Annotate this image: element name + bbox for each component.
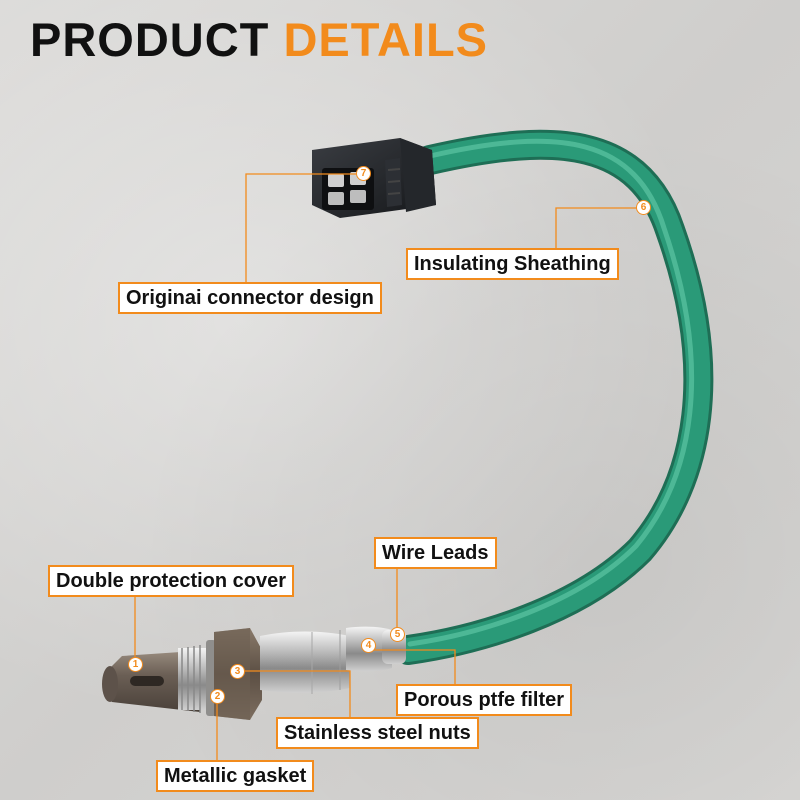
marker-6: 6	[636, 200, 651, 215]
title-word-product: PRODUCT	[30, 13, 270, 66]
callout-double-protection-cover: Double protection cover	[48, 565, 295, 597]
marker-2: 2	[210, 689, 225, 704]
page-title: PRODUCT DETAILS	[30, 16, 488, 63]
marker-7: 7	[356, 166, 371, 181]
callout-insulating-sheathing: Insulating Sheathing	[406, 248, 619, 280]
marker-1: 1	[128, 657, 143, 672]
insulating-cable	[393, 129, 714, 665]
callout-porous-ptfe-filter: Porous ptfe filter	[396, 684, 573, 716]
marker-4: 4	[361, 638, 376, 653]
callout-wire-leads: Wire Leads	[374, 537, 497, 569]
callout-stainless-steel-nuts: Stainless steel nuts	[276, 717, 479, 749]
marker-3: 3	[230, 664, 245, 679]
callout-metallic-gasket: Metallic gasket	[156, 760, 315, 792]
title-word-details: DETAILS	[283, 13, 489, 66]
connector-plug	[312, 138, 436, 218]
callout-connector-design: Originai connector design	[118, 282, 382, 314]
marker-5: 5	[390, 627, 405, 642]
oxygen-sensor-body	[102, 626, 406, 720]
